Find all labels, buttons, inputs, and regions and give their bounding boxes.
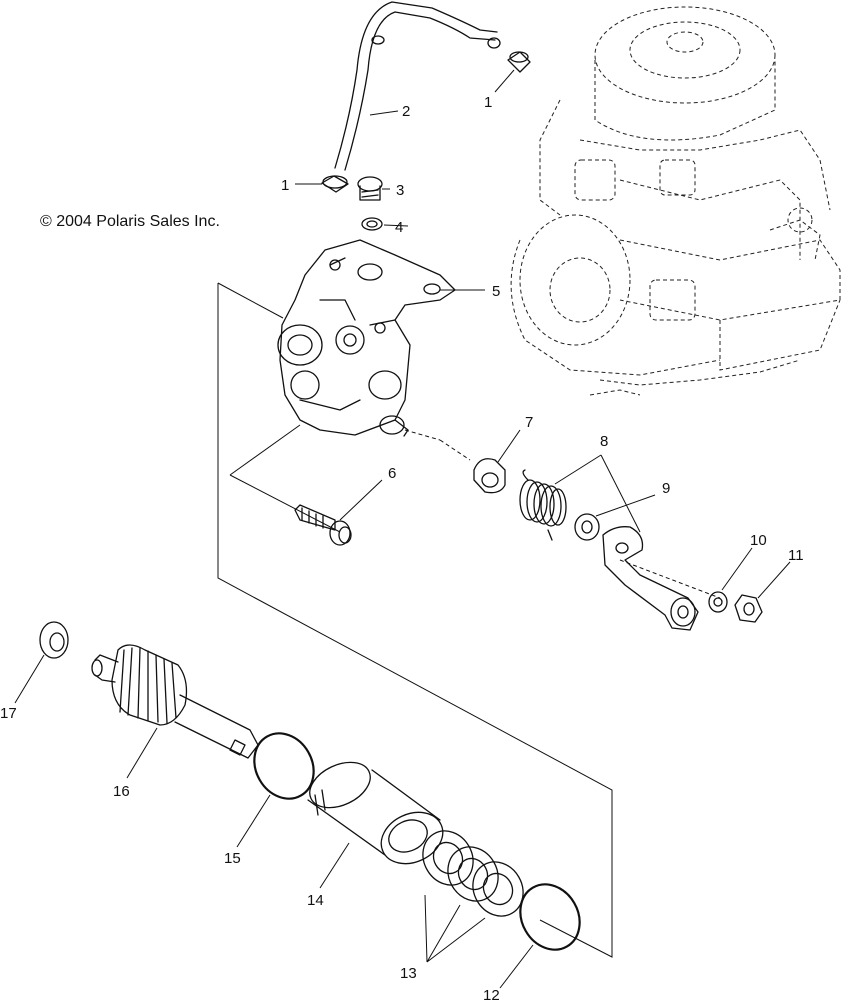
assembly-frame-lines: [217, 282, 721, 958]
washer-part-17: [39, 621, 69, 659]
callout-2: 2: [402, 103, 410, 120]
lever-arm: [602, 526, 699, 631]
callout-labels: 1 2 1 3 4 5 6 7 8 9 10 11 17 16 15 14 13…: [0, 94, 804, 1001]
callout-3: 3: [396, 182, 404, 199]
snap-ring-part-15: [253, 732, 315, 800]
fuel-hose: [334, 1, 501, 171]
bushing-part-7: [473, 458, 506, 494]
callout-16: 16: [113, 783, 130, 800]
screw-part-3: [357, 176, 383, 201]
callout-13: 13: [400, 965, 417, 982]
callout-10: 10: [750, 532, 767, 549]
bolt-part-6: [294, 504, 352, 546]
callout-17: 17: [0, 705, 17, 722]
callout-14: 14: [307, 892, 324, 909]
engine-outline: [510, 6, 841, 396]
callout-7: 7: [525, 414, 533, 431]
snap-ring-part-12: [519, 883, 581, 951]
callout-1-lower: 1: [281, 177, 289, 194]
callout-4: 4: [395, 219, 403, 236]
hose-clamp-top: [507, 51, 531, 73]
spring-part-8: [519, 469, 567, 541]
pump-body: [277, 239, 456, 437]
callout-5: 5: [492, 283, 500, 300]
washer-part-10: [708, 591, 728, 613]
callout-1-top: 1: [484, 94, 492, 111]
callout-9: 9: [662, 480, 670, 497]
washers-part-13: [422, 830, 524, 917]
copyright-notice: © 2004 Polaris Sales Inc.: [40, 213, 220, 230]
callout-6: 6: [388, 465, 396, 482]
washer-part-4: [361, 217, 383, 231]
nut-part-11: [734, 594, 763, 623]
callout-11: 11: [788, 547, 804, 564]
callout-15: 15: [224, 850, 241, 867]
sleeve-part-14: [307, 761, 444, 865]
hose-clamp-lower: [321, 175, 349, 193]
leader-lines: [14, 69, 791, 989]
callout-8: 8: [600, 433, 608, 450]
gear-shaft-part-16: [91, 644, 259, 759]
callout-12: 12: [483, 987, 500, 1001]
washer-part-9: [574, 513, 600, 541]
